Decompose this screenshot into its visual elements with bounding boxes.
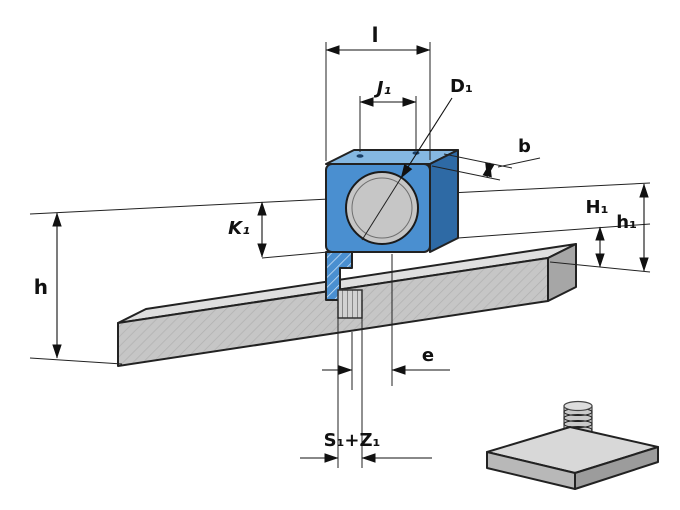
dim-l: l <box>325 23 431 161</box>
dim-label-d1: D₁ <box>450 76 473 97</box>
dim-label-e: e <box>422 345 434 366</box>
dim-d1: D₁ <box>361 76 473 241</box>
rail-front-face <box>117 257 549 367</box>
block-clamp-jaw <box>325 251 353 301</box>
dim-label-h1: h₁ <box>616 212 637 233</box>
dim-h1-cap: H₁ <box>586 197 609 268</box>
dim-b: b <box>431 136 541 181</box>
dim-label-h1-cap: H₁ <box>586 197 609 218</box>
dim-label-h: h <box>34 275 48 299</box>
dim-k1: K₁ <box>228 201 329 259</box>
block-side-face <box>429 149 459 253</box>
stud-top <box>563 400 593 412</box>
inset-plate-stud <box>486 400 659 490</box>
rail <box>117 243 577 367</box>
bore-hole-chamfer <box>351 177 413 239</box>
dim-e: e <box>322 345 450 375</box>
bottom-extension-lines <box>337 254 393 468</box>
dim-h: h <box>29 212 123 365</box>
dim-s1z1: S₁+Z₁ <box>300 430 432 463</box>
dim-label-b: b <box>518 136 531 157</box>
dim-j1: J₁ <box>359 78 417 152</box>
rail-slot-section <box>337 289 363 319</box>
dim-h1: h₁ <box>616 183 649 272</box>
top-mount-hole-left <box>356 154 364 158</box>
dim-label-k1: K₁ <box>228 218 250 239</box>
stud-thread <box>563 420 593 428</box>
dimensions: l J₁ D₁ b K₁ <box>29 23 651 468</box>
stud-thread <box>563 414 593 422</box>
dim-label-s1z1: S₁+Z₁ <box>324 430 381 451</box>
inset-plate-right <box>574 446 659 490</box>
dim-label-j1: J₁ <box>374 78 392 99</box>
dim-label-l: l <box>372 23 379 47</box>
